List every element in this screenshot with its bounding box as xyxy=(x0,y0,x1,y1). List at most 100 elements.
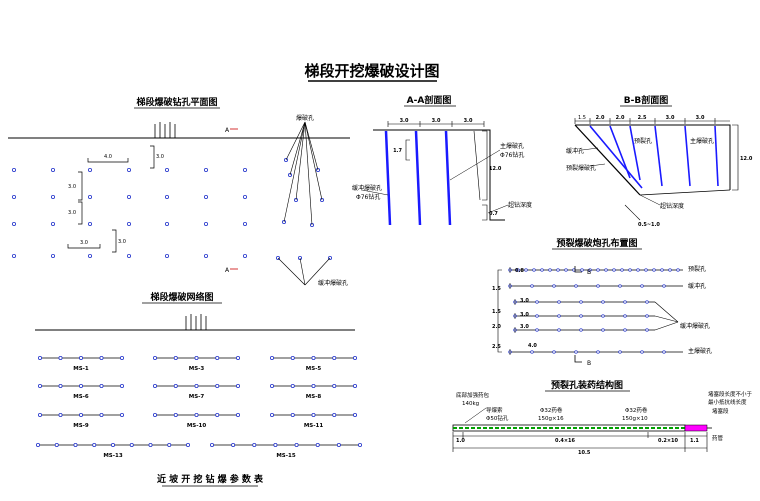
presplit-layout: 预裂爆破炮孔布置图 B B 0.8 1.5 3.0 1.5 3.0 2.0 3.… xyxy=(492,237,712,367)
presplit-hole xyxy=(640,350,644,354)
presplit-dim-5: 3.0 xyxy=(520,312,529,318)
presplit-hole xyxy=(662,350,666,354)
plan-fan-hole xyxy=(327,255,332,260)
network-hole xyxy=(92,442,97,447)
plan-drill-hole xyxy=(164,253,169,258)
plan-drill-hole xyxy=(11,167,16,172)
presplit-title: 预裂爆破炮孔布置图 xyxy=(556,237,637,249)
plan-section-mark-top: A xyxy=(225,127,230,134)
plan-drill-hole xyxy=(51,167,56,172)
network-hole xyxy=(173,412,178,417)
presplit-dim-3: 3.0 xyxy=(520,298,529,304)
presplit-hole xyxy=(524,268,528,272)
bb-dim-1: 1.5 xyxy=(578,115,586,121)
aa-dim-5: 12.0 xyxy=(489,166,502,172)
aa-label-main-dia: Φ76钻孔 xyxy=(500,151,524,159)
charge-dia-left: Φ50钻孔 xyxy=(486,414,509,422)
network-hole xyxy=(209,442,214,447)
presplit-dim-2: 1.5 xyxy=(492,286,501,292)
plan-drill-hole xyxy=(51,194,56,199)
plan-fan-hole xyxy=(283,157,288,162)
presplit-hole xyxy=(552,350,556,354)
network-hole xyxy=(235,355,240,360)
presplit-hole xyxy=(535,300,539,304)
network-hole xyxy=(215,412,220,417)
network-hole xyxy=(332,412,337,417)
presplit-side-dim xyxy=(497,269,502,353)
network-hole xyxy=(269,355,274,360)
presplit-hole xyxy=(652,268,656,272)
network-hole xyxy=(152,383,157,388)
charge-dim-2: 0.4×16 xyxy=(555,438,576,444)
network-hole xyxy=(120,383,125,388)
presplit-dim-4: 1.5 xyxy=(492,309,501,315)
network-hole xyxy=(290,412,295,417)
plan-dim-40: 4.0 xyxy=(104,154,112,160)
network-hole xyxy=(58,355,63,360)
network-hole xyxy=(269,383,274,388)
network-hole xyxy=(332,355,337,360)
plan-drill-hole xyxy=(242,221,247,226)
network-hole xyxy=(120,355,125,360)
presplit-lead xyxy=(654,315,679,323)
presplit-hole xyxy=(623,300,627,304)
aa-label-main: 主爆破孔 xyxy=(500,142,524,150)
network-hole xyxy=(129,442,134,447)
charge-cord-left: 导爆索 xyxy=(486,406,503,414)
network-hole xyxy=(173,355,178,360)
charge-det-cord: 底部加强药包 xyxy=(456,391,490,399)
charge-charge2: Φ32药卷 xyxy=(625,406,648,414)
presplit-hole xyxy=(640,284,644,288)
plan-dim-30b: 3.0 xyxy=(68,210,76,216)
plan-drill-hole xyxy=(242,253,247,258)
plan-fan-hole xyxy=(315,167,320,172)
plan-drill-hole xyxy=(51,253,56,258)
network-hole xyxy=(120,412,125,417)
plan-drill-hole xyxy=(88,194,93,199)
presplit-dim-8: 2.5 xyxy=(492,344,501,350)
presplit-mark-top: B xyxy=(587,269,591,276)
presplit-hole xyxy=(612,268,616,272)
network-hole xyxy=(99,355,104,360)
network-hole xyxy=(58,412,63,417)
charge-joint: 药管 xyxy=(712,434,724,442)
charge-charge2b: 150g×10 xyxy=(622,416,648,422)
presplit-hole xyxy=(618,350,622,354)
aa-dim-4: 1.7 xyxy=(393,148,402,154)
plan-drill-hole xyxy=(164,221,169,226)
presplit-label-buffer-blast: 缓冲爆破孔 xyxy=(680,322,710,330)
bb-label-main: 主爆破孔 xyxy=(690,137,714,145)
network-label: MS-3 xyxy=(189,366,205,372)
plan-label-buffer-hole: 缓冲爆破孔 xyxy=(318,279,348,287)
bb-dim-6: 3.0 xyxy=(696,115,705,121)
presplit-hole xyxy=(580,268,584,272)
network-hole xyxy=(352,355,357,360)
network-hole xyxy=(79,383,84,388)
presplit-hole xyxy=(552,284,556,288)
network-hole xyxy=(99,412,104,417)
presplit-hole xyxy=(579,314,583,318)
presplit-hole xyxy=(530,350,534,354)
charge-title: 预裂孔装药结构图 xyxy=(551,379,623,391)
presplit-hole xyxy=(557,300,561,304)
presplit-hole xyxy=(604,268,608,272)
presplit-hole xyxy=(620,268,624,272)
plan-drill-hole xyxy=(203,167,208,172)
network-label: MS-11 xyxy=(304,423,324,429)
network-hole xyxy=(231,442,236,447)
presplit-hole xyxy=(645,314,649,318)
presplit-hole xyxy=(532,268,536,272)
presplit-hole xyxy=(596,350,600,354)
bb-label-buffer: 缓冲孔 xyxy=(566,147,584,155)
network-hole xyxy=(79,412,84,417)
presplit-hole xyxy=(676,268,680,272)
presplit-hole xyxy=(644,268,648,272)
presplit-hole xyxy=(530,284,534,288)
presplit-hole xyxy=(557,314,561,318)
network-label: MS-15 xyxy=(276,453,296,459)
presplit-lead xyxy=(654,321,679,331)
network-hole xyxy=(111,442,116,447)
plan-drill-hole xyxy=(242,167,247,172)
plan-drill-hole xyxy=(203,194,208,199)
network-hole xyxy=(99,383,104,388)
